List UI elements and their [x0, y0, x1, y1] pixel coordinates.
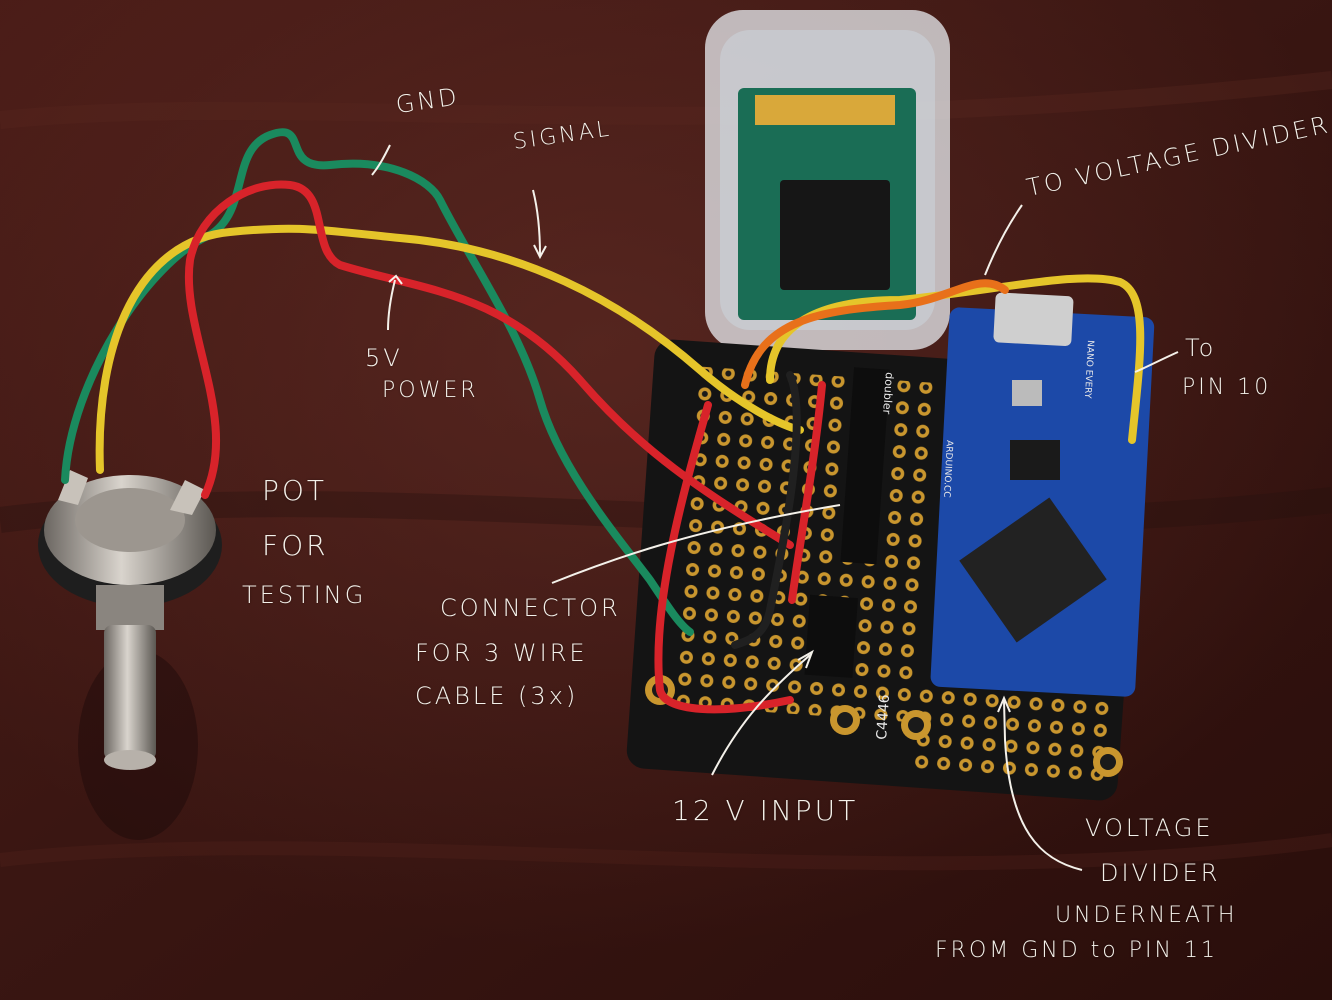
voltage-label: VOLTAGE	[1085, 814, 1214, 842]
doubler-silkscreen: doubler	[880, 372, 896, 415]
black-wire	[731, 371, 801, 649]
from-gnd-to-pin11-label: FROM GND to PIN 11	[935, 938, 1218, 963]
orange-wire	[741, 279, 1009, 389]
nano-every-silkscreen: NANO EVERY	[1082, 340, 1095, 399]
cable-3x-label: CABLE (3x)	[415, 682, 579, 710]
testing-label: TESTING	[242, 581, 367, 609]
underneath-label: UNDERNEATH	[1055, 903, 1238, 928]
five-volt-label: 5V	[365, 344, 403, 372]
power-label: POWER	[382, 378, 479, 403]
arduino-board	[930, 292, 1155, 697]
for-3-wire-label: FOR 3 WIRE	[415, 639, 588, 667]
for-label: FOR	[262, 529, 329, 562]
yellow-wire	[95, 224, 804, 474]
red-wire-3	[788, 381, 826, 604]
red-wire-12v	[654, 401, 794, 714]
connector-label: CONNECTOR	[440, 594, 621, 622]
arduino-silkscreen: ARDUINO.CC	[941, 440, 954, 498]
red-wire	[184, 180, 794, 549]
to-label: To	[1185, 334, 1217, 362]
pin-ten-label: PIN 10	[1182, 375, 1272, 400]
part-number-silkscreen: C4446	[874, 694, 893, 741]
potentiometer	[38, 470, 222, 840]
twelve-volt-input-label: 12 V INPUT	[672, 794, 859, 827]
pot-label: POT	[262, 474, 328, 507]
annotation-arrows	[371, 144, 1179, 871]
divider-label: DIVIDER	[1100, 859, 1221, 887]
bluetooth-module	[705, 10, 950, 350]
